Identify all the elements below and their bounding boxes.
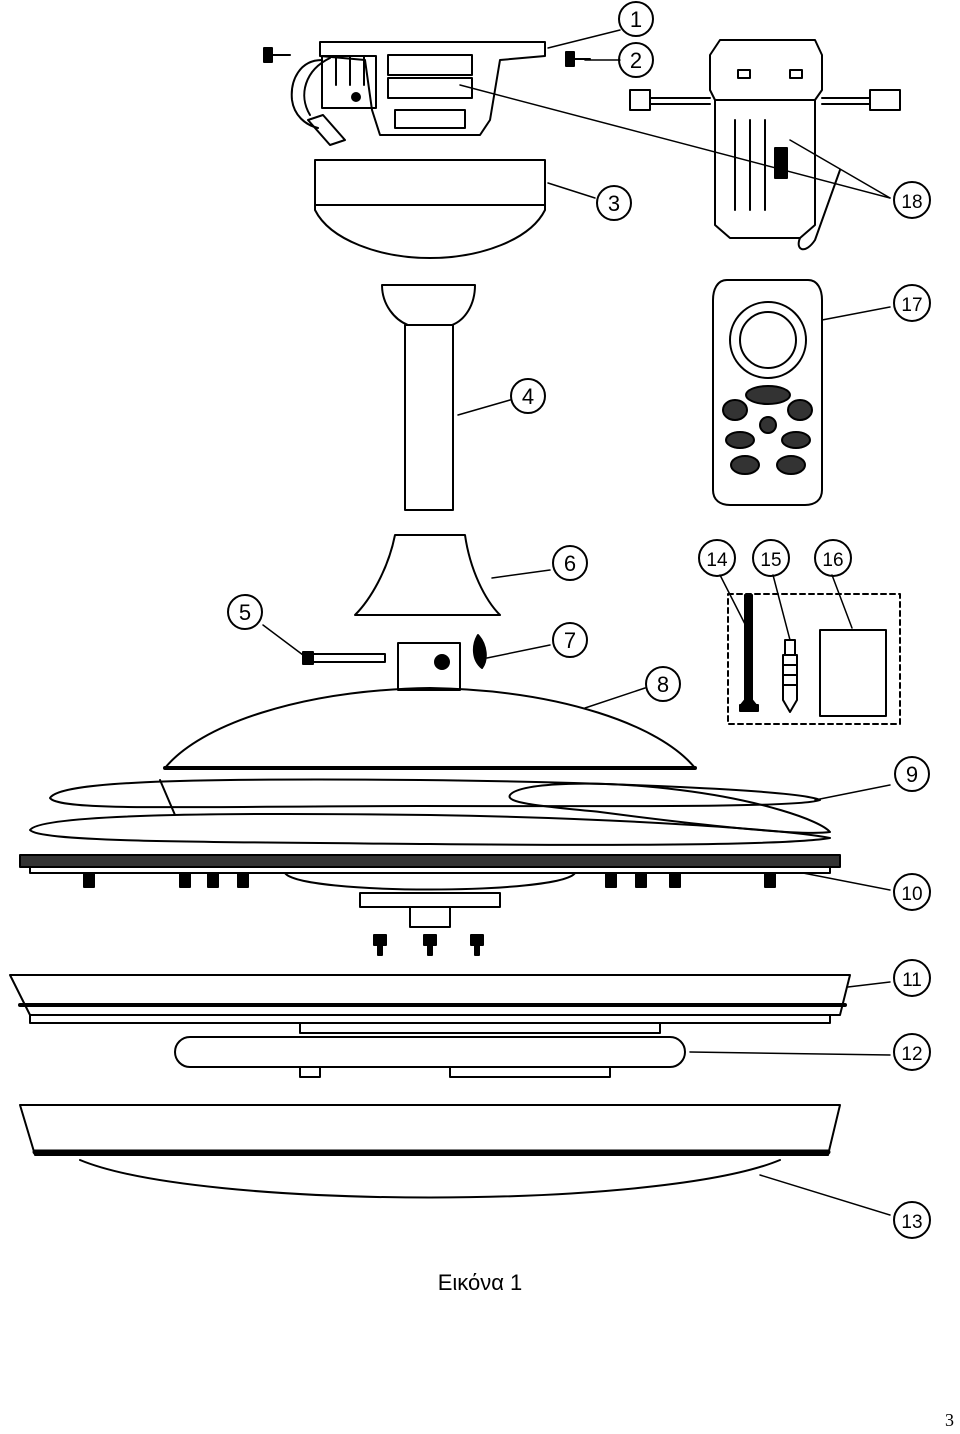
svg-text:4: 4 [522, 384, 534, 409]
callout-16: 16 [814, 539, 852, 577]
manual [819, 629, 887, 717]
screws [373, 934, 484, 956]
svg-text:1: 1 [630, 7, 642, 32]
canopy [314, 159, 546, 259]
motor-housing [163, 642, 697, 770]
callout-18: 18 [893, 181, 931, 219]
svg-text:6: 6 [564, 551, 576, 576]
svg-text:9: 9 [906, 762, 918, 787]
callout-13: 13 [893, 1201, 931, 1239]
callout-3: 3 [596, 185, 632, 221]
callout-7: 7 [552, 622, 588, 658]
wood-screw [739, 594, 759, 712]
svg-text:16: 16 [822, 550, 843, 571]
hardware-kit-box [727, 593, 901, 725]
canopy-cover [354, 534, 501, 616]
svg-text:2: 2 [630, 48, 642, 73]
callout-10: 10 [893, 873, 931, 911]
svg-text:10: 10 [901, 884, 922, 905]
callout-2: 2 [618, 42, 654, 78]
blade-plate [19, 854, 841, 928]
clip [472, 634, 487, 669]
callout-8: 8 [645, 666, 681, 702]
callout-1: 1 [618, 1, 654, 37]
svg-text:8: 8 [657, 672, 669, 697]
callout-12: 12 [893, 1033, 931, 1071]
glass-cover [19, 1104, 841, 1199]
svg-text:15: 15 [760, 550, 781, 571]
exploded-view-diagram: 1 2 3 4 5 6 7 8 9 10 11 12 13 14 15 16 1… [9, 1, 931, 1239]
downrod-pin [302, 651, 386, 665]
svg-text:5: 5 [239, 600, 251, 625]
led-module [174, 1036, 686, 1078]
receiver [629, 39, 901, 251]
svg-text:14: 14 [706, 550, 728, 571]
wall-plug [782, 639, 798, 713]
svg-text:13: 13 [901, 1212, 922, 1233]
svg-text:12: 12 [901, 1044, 922, 1065]
mounting-bracket [290, 41, 546, 146]
bracket-screw-left [263, 47, 291, 63]
callout-9: 9 [894, 756, 930, 792]
svg-text:18: 18 [901, 192, 922, 213]
remote-control [712, 279, 823, 506]
blades [29, 778, 831, 846]
svg-text:17: 17 [901, 295, 922, 316]
figure-caption: Εικόνα 1 [437, 1270, 523, 1295]
callout-17: 17 [893, 284, 931, 322]
callout-15: 15 [752, 539, 790, 577]
light-ring [9, 974, 851, 1034]
svg-text:11: 11 [902, 970, 922, 991]
callout-14: 14 [698, 539, 736, 577]
callout-5: 5 [227, 594, 263, 630]
page-number: 3 [945, 1410, 954, 1430]
callout-6: 6 [552, 545, 588, 581]
callout-4: 4 [510, 378, 546, 414]
downrod [381, 284, 476, 511]
svg-text:3: 3 [608, 191, 620, 216]
bracket-screw [565, 51, 591, 67]
svg-text:7: 7 [564, 628, 576, 653]
leader-lines [262, 29, 891, 1216]
callout-11: 11 [893, 959, 931, 997]
